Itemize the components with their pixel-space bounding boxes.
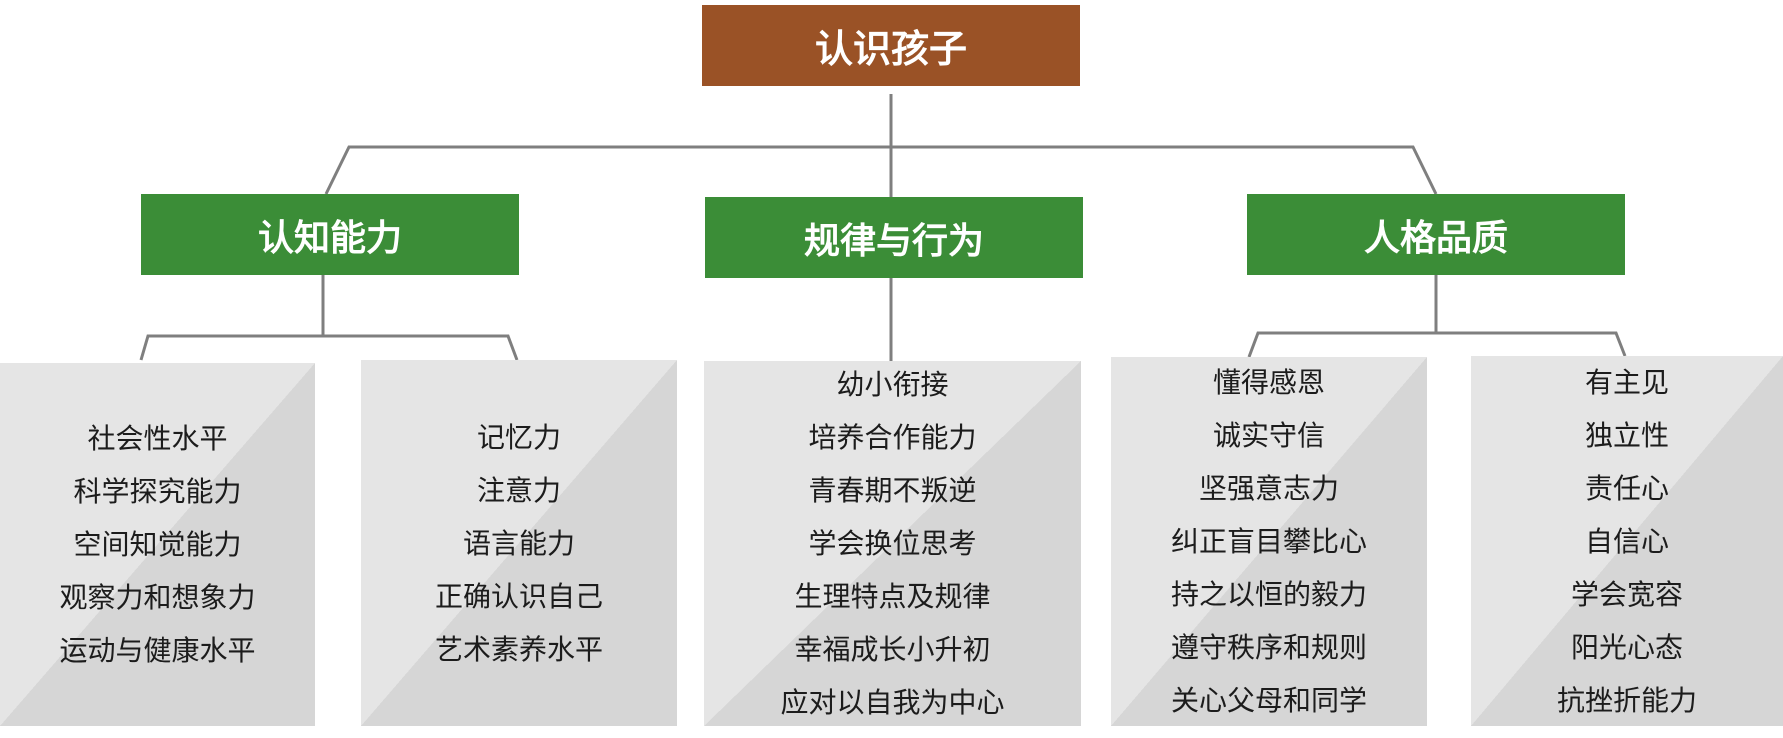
list-item: 纠正盲目攀比心 xyxy=(1170,525,1367,558)
list-item: 正确认识自己 xyxy=(434,579,603,613)
cat1-bracket-line xyxy=(139,334,519,361)
list-item: 应对以自我为中心 xyxy=(780,686,1005,719)
item-box-cognitive-1: 社会性水平 科学探究能力 空间知觉能力 观察力和想象力 运动与健康水平 xyxy=(0,363,315,726)
list-item: 注意力 xyxy=(476,473,561,507)
list-item: 青春期不叛逆 xyxy=(808,474,977,507)
list-item: 学会宽容 xyxy=(1570,577,1683,611)
list-item: 社会性水平 xyxy=(87,422,228,455)
list-item: 诚实守信 xyxy=(1212,419,1325,452)
list-item: 独立性 xyxy=(1584,418,1669,452)
list-item: 关心父母和同学 xyxy=(1170,684,1367,717)
list-item: 空间知觉能力 xyxy=(73,528,242,561)
list-item: 坚强意志力 xyxy=(1198,472,1339,505)
root-node: 认识孩子 xyxy=(702,5,1080,86)
cat3-bracket-line xyxy=(1247,331,1627,358)
list-item: 艺术素养水平 xyxy=(434,632,603,666)
list-item: 记忆力 xyxy=(476,420,561,454)
list-item: 懂得感恩 xyxy=(1212,366,1325,399)
list-item: 持之以恒的毅力 xyxy=(1170,578,1367,611)
list-item: 运动与健康水平 xyxy=(59,634,256,667)
item-box-personality-1: 懂得感恩 诚实守信 坚强意志力 纠正盲目攀比心 持之以恒的毅力 遵守秩序和规则 … xyxy=(1111,357,1427,726)
list-item: 科学探究能力 xyxy=(73,475,242,508)
list-item: 遵守秩序和规则 xyxy=(1170,631,1367,664)
category-personality: 人格品质 xyxy=(1247,194,1625,275)
list-item: 语言能力 xyxy=(462,526,575,560)
category-cognitive: 认知能力 xyxy=(141,194,519,275)
item-box-cognitive-2: 记忆力 注意力 语言能力 正确认识自己 艺术素养水平 xyxy=(361,360,677,726)
item-box-personality-2: 有主见 独立性 责任心 自信心 学会宽容 阳光心态 抗挫折能力 xyxy=(1471,356,1783,726)
item-box-behavior: 幼小衔接 培养合作能力 青春期不叛逆 学会换位思考 生理特点及规律 幸福成长小升… xyxy=(704,361,1081,726)
category-behavior: 规律与行为 xyxy=(705,197,1083,278)
list-item: 幼小衔接 xyxy=(836,368,949,401)
list-item: 有主见 xyxy=(1584,365,1669,399)
list-item: 学会换位思考 xyxy=(808,527,977,560)
list-item: 观察力和想象力 xyxy=(59,581,256,614)
list-item: 阳光心态 xyxy=(1570,630,1683,664)
list-item: 责任心 xyxy=(1584,471,1669,505)
category-bracket-line xyxy=(324,145,1438,195)
list-item: 抗挫折能力 xyxy=(1556,683,1697,717)
list-item: 幸福成长小升初 xyxy=(794,633,991,666)
list-item: 生理特点及规律 xyxy=(794,580,991,613)
list-item: 培养合作能力 xyxy=(808,421,977,454)
list-item: 自信心 xyxy=(1584,524,1669,558)
